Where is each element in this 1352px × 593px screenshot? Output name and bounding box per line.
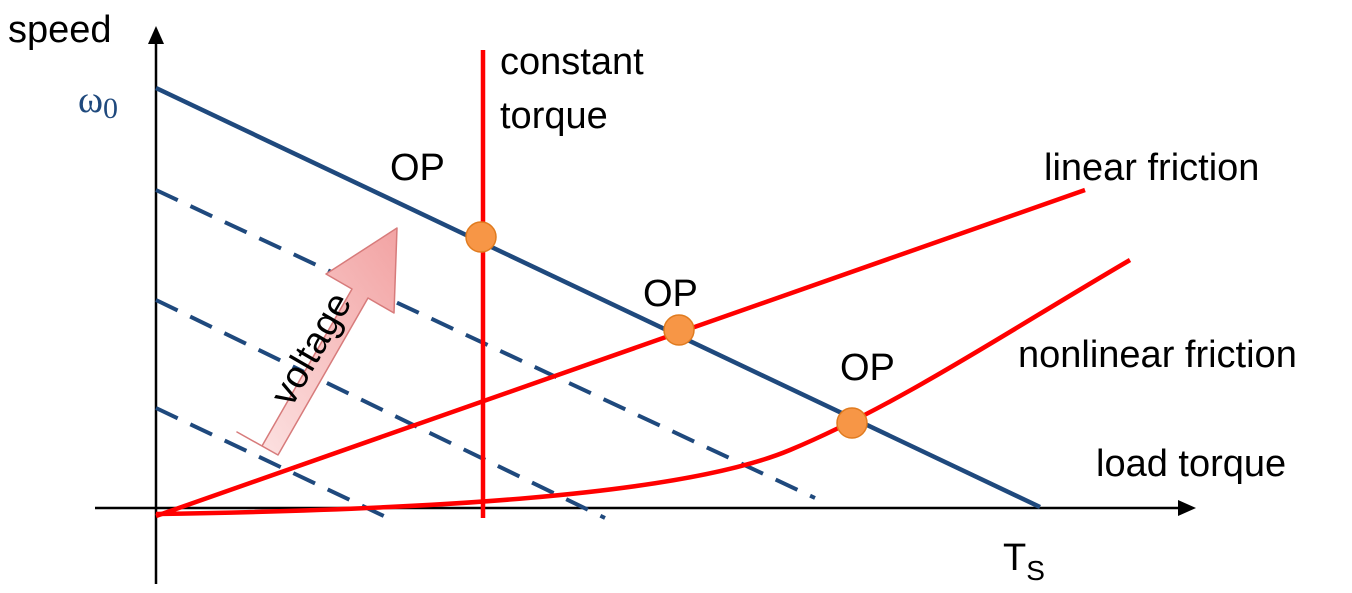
y-axis-arrowhead: [148, 26, 164, 44]
constant-torque-label-line2: torque: [500, 95, 608, 137]
nonlinear-friction-label: nonlinear friction: [1018, 334, 1297, 376]
operating-point-nonlinear: [836, 407, 868, 439]
op-label-linear: OP: [643, 273, 698, 315]
reduced-voltage-line-2: [155, 298, 606, 520]
operating-point-constant: [465, 221, 497, 253]
nonlinear-friction-curve: [155, 258, 1132, 517]
op-label-constant: OP: [390, 147, 445, 189]
reduced-voltage-line-3: [155, 406, 389, 520]
y-axis-label: speed: [8, 9, 112, 51]
linear-friction-label: linear friction: [1044, 147, 1259, 189]
motor-characteristic-line: [155, 85, 1041, 510]
ts-label: TS: [1003, 537, 1045, 586]
operating-points: [465, 221, 868, 439]
omega-subscript: 0: [103, 92, 118, 125]
omega-symbol: ω: [78, 79, 103, 121]
voltage-arrow-icon: voltage: [236, 227, 398, 456]
reduced-voltage-line-1: [155, 188, 816, 500]
load-torque-label: load torque: [1096, 443, 1286, 485]
linear-friction-line: [155, 187, 1086, 519]
operating-point-linear: [663, 314, 695, 346]
load-characteristics: [155, 50, 1132, 519]
ts-subscript: S: [1026, 555, 1045, 586]
op-label-nonlinear: OP: [840, 347, 895, 389]
constant-torque-label-line1: constant: [500, 41, 644, 83]
x-axis-arrowhead: [1178, 500, 1196, 516]
axes: [95, 26, 1196, 584]
omega0-label: ω0: [78, 79, 118, 125]
ts-main: T: [1003, 537, 1026, 579]
reduced-voltage-characteristics: [155, 188, 816, 520]
